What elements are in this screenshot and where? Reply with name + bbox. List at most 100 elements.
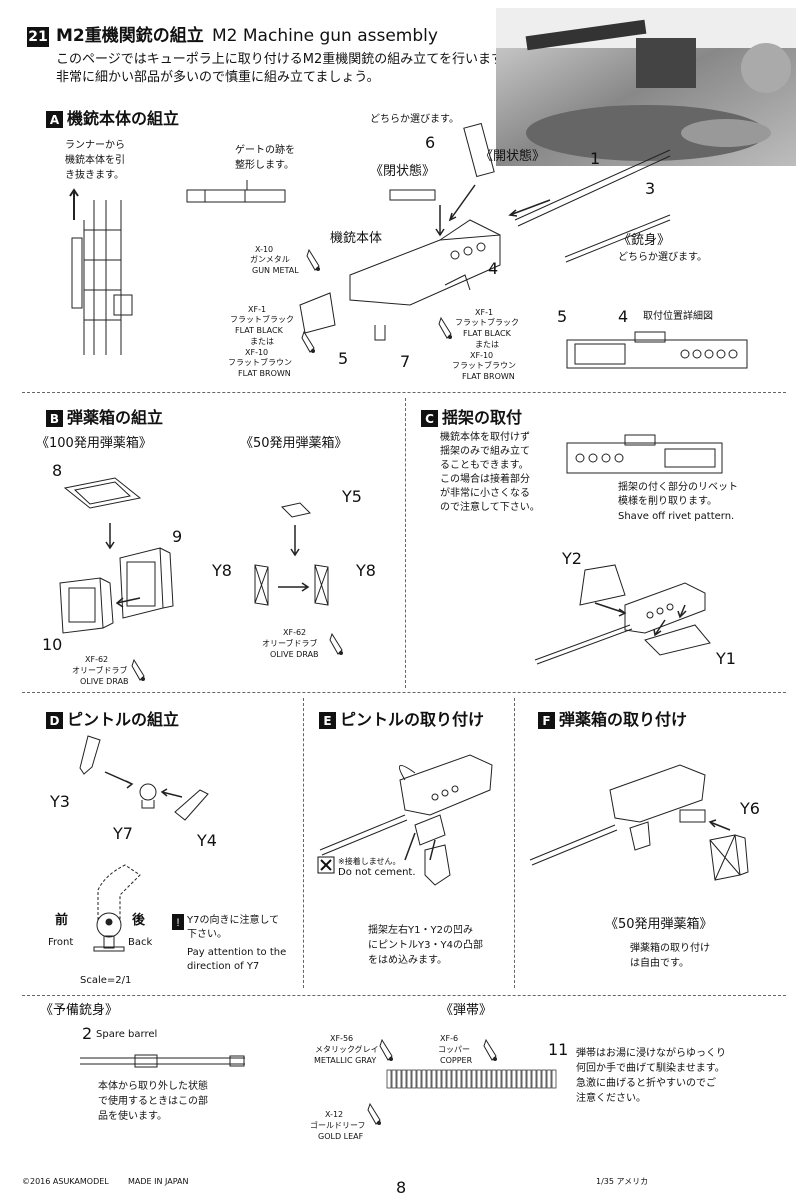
- rivet-note-2: 模様を削り取ります。: [618, 496, 717, 507]
- spare-note-3: 品を使います。: [98, 1111, 167, 1122]
- paint-mix2-or: または: [475, 340, 499, 349]
- cartridge: [396, 1069, 402, 1089]
- belt-paint1-en: METALLIC GRAY: [314, 1056, 377, 1065]
- barrel-label: 《銃身》: [618, 233, 671, 248]
- section-c-title: 揺架の取付: [442, 408, 523, 427]
- paint-mix2-en1: FLAT BLACK: [463, 329, 511, 338]
- choose-note: どちらか選びます。: [370, 114, 459, 125]
- section-a-title: 機銃本体の組立: [67, 109, 180, 128]
- cartridge: [541, 1069, 547, 1089]
- section-c-note-5: が非常に小さくなる: [440, 488, 530, 499]
- paint-brush-icon: [367, 1102, 381, 1125]
- cartridge: [391, 1069, 397, 1089]
- spare-barrel-drawing: [80, 1054, 245, 1068]
- paint-mix2-code1: XF-1: [475, 308, 494, 317]
- part-1-label: 1: [590, 149, 601, 168]
- cartridge: [531, 1069, 537, 1089]
- attention-en-1: Pay attention to the: [187, 947, 287, 958]
- part-y1-label: Y1: [716, 649, 736, 668]
- section-f-note-2: は自由です。: [630, 958, 689, 969]
- part-y2-label: Y2: [562, 549, 582, 568]
- spare-note-2: で使用するときはこの部: [98, 1096, 208, 1107]
- cartridge: [506, 1069, 512, 1089]
- cartridge: [551, 1069, 557, 1089]
- footer-scale-info: 1/35 アメリカ: [596, 1177, 649, 1186]
- divider: [22, 995, 786, 996]
- cartridge: [406, 1069, 412, 1089]
- paint-mix2-en2: FLAT BROWN: [462, 372, 515, 381]
- part-y6-label: Y6: [740, 799, 760, 818]
- gate-detail-drawing: [186, 180, 286, 203]
- cartridge: [436, 1069, 442, 1089]
- cartridge: [411, 1069, 417, 1089]
- belt-note-1: 弾帯はお湯に浸けながらゆっくり: [576, 1048, 726, 1059]
- intro-line-1: このページではキューポラ上に取り付けるM2重機関銃の組み立てを行います。: [56, 52, 516, 67]
- section-f-badge: F: [538, 712, 555, 729]
- detail-part-5: 5: [557, 307, 568, 326]
- gun-body-label: 機銃本体: [330, 231, 383, 246]
- cartridge: [486, 1069, 492, 1089]
- cartridge: [526, 1069, 532, 1089]
- section-e-badge: E: [319, 712, 336, 729]
- attention-jp-1: Y7の向きに注意して: [187, 915, 280, 926]
- footer-page-number: 8: [396, 1178, 407, 1197]
- cartridge: [516, 1069, 522, 1089]
- section-c-note-3: ることもできます。: [440, 460, 529, 471]
- belt-note-2: 何回か手で曲げて馴染ませます。: [576, 1063, 725, 1074]
- gate-note-2: 整形します。: [235, 160, 294, 171]
- belt-paint2-jp: コッパー: [438, 1045, 470, 1054]
- cartridge: [466, 1069, 472, 1089]
- rivet-note-1: 揺架の付く部分のリベット: [618, 482, 738, 493]
- closed-state-label: 《閉状態》: [370, 164, 436, 179]
- paint-x10-code: X-10: [255, 245, 274, 254]
- cartridge: [446, 1069, 452, 1089]
- intro-line-2: 非常に細かい部品が多いので慎重に組み立てましょう。: [56, 70, 380, 85]
- cartridge: [536, 1069, 542, 1089]
- section-c-note-1: 機銃本体を取付けず: [440, 432, 530, 443]
- paint-mix2-code2: XF-10: [470, 351, 494, 360]
- section-d-badge: D: [46, 712, 63, 729]
- belt-part-num: 11: [548, 1040, 569, 1059]
- part-y7-label: Y7: [113, 824, 133, 843]
- paint-brush-icon: [379, 1038, 393, 1061]
- paint-brush-icon: [306, 248, 320, 271]
- part-y3-label: Y3: [50, 792, 70, 811]
- barrel-choose-note: どちらか選びます。: [618, 252, 707, 263]
- cartridge: [476, 1069, 482, 1089]
- belt-note-4: 注意ください。: [576, 1093, 646, 1104]
- divider: [405, 398, 406, 688]
- f-box50-label: 《50発用弾薬箱》: [605, 917, 713, 932]
- no-cement-en: Do not cement.: [338, 867, 416, 878]
- cartridge: [426, 1069, 432, 1089]
- ammo-box-100-drawing: [59, 477, 174, 634]
- part-y8-left-label: Y8: [212, 561, 232, 580]
- section-c-badge: C: [421, 410, 438, 427]
- belt-paint2-en: COPPER: [440, 1056, 473, 1065]
- mount-detail-drawing: [566, 331, 748, 369]
- runner-sprue-drawing: [69, 188, 133, 355]
- attention-icon: !: [172, 914, 184, 930]
- section-e-note-3: をはめ込みます。: [368, 955, 447, 966]
- divider: [22, 692, 786, 693]
- belt-paint2-code: XF-6: [440, 1034, 459, 1043]
- footer-copyright: ©2016 ASUKAMODEL: [22, 1177, 109, 1186]
- scale-label: Scale=2/1: [80, 975, 132, 986]
- cartridge: [451, 1069, 457, 1089]
- section-c-note-2: 揺架のみで組み立て: [440, 446, 530, 457]
- box100-label: 《100発用弾薬箱》: [36, 436, 152, 451]
- rivet-note-en: Shave off rivet pattern.: [618, 511, 735, 522]
- section-c-note-4: この場合は接着部分: [440, 474, 530, 485]
- cartridge: [416, 1069, 422, 1089]
- paint-b2-en: OLIVE DRAB: [270, 650, 319, 659]
- part-5-label: 5: [338, 349, 349, 368]
- paint-b1-en: OLIVE DRAB: [80, 677, 129, 686]
- belt-note-3: 急激に曲げると折やすいのでご: [576, 1078, 716, 1089]
- part-4-label: 4: [488, 259, 499, 278]
- part-y4-label: Y4: [197, 831, 217, 850]
- part-y5-label: Y5: [342, 487, 362, 506]
- paint-mix1-jp2: フラットブラウン: [228, 358, 292, 367]
- paint-mix1-jp1: フラットブラック: [230, 315, 294, 324]
- section-c-note-6: ので注意して下さい。: [440, 502, 540, 513]
